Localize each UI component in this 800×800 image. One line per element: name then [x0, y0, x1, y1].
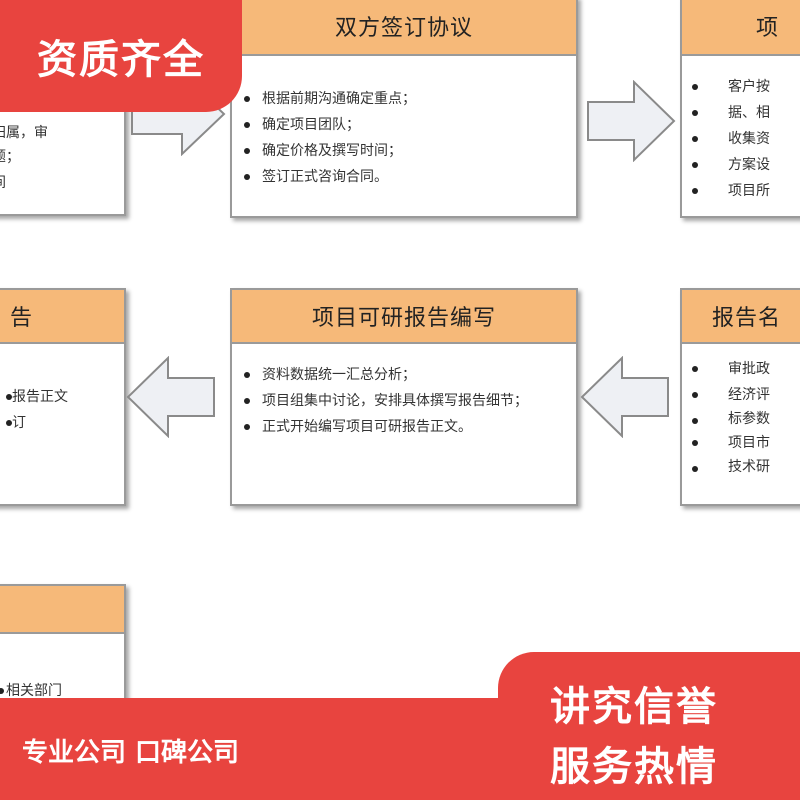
step-item: 收集资: [692, 126, 770, 152]
bottom-banner-text: 专业公司 口碑公司: [22, 738, 240, 768]
step-item: 订: [6, 410, 68, 436]
arrow-right-icon: [587, 80, 676, 162]
step-item: 正式开始编写项目可研报告正文。: [244, 414, 544, 440]
step-list: 相关部门: [0, 678, 62, 704]
step-item: 客户按: [692, 74, 770, 100]
step-title: 双方签订协议: [232, 0, 576, 56]
step-title-text: 项: [756, 16, 780, 41]
arrow-left-icon: [126, 356, 215, 438]
step-item: 确定项目团队；: [244, 112, 416, 138]
step-box-report-writing: 项目可研报告编写 资料数据统一汇总分析； 项目组集中讨论，安排具体撰写报告细节；…: [230, 288, 578, 506]
step-box-right-mid: 报告名 审批政 经济评 标参数 项目市 技术研: [680, 288, 800, 506]
badge-reputation: 讲究信誉 服务热情: [498, 652, 800, 800]
step-title: 项目可研报告编写: [232, 290, 576, 344]
step-item: 项目市: [692, 430, 770, 456]
step-list: 根据前期沟通确定重点； 确定项目团队； 确定价格及撰写时间； 签订正式咨询合同。: [244, 86, 416, 190]
badge-line-1: 讲究信誉: [550, 684, 718, 730]
badge-text: 资质齐全: [37, 37, 205, 83]
step-list: 审批政 经济评 标参数 项目市 技术研: [692, 356, 770, 478]
step-item: 技术研: [692, 456, 770, 478]
step-title: [0, 586, 124, 634]
step-list: 客户按 据、相 收集资 方案设 项目所: [692, 74, 770, 204]
step-item: 签订正式咨询合同。: [244, 164, 416, 190]
step-list: 报告正文 订: [6, 384, 68, 436]
step-title: 报告名: [682, 290, 800, 344]
step-item: 归属，审: [0, 120, 48, 146]
badge-qualification: 资质齐全: [0, 0, 242, 112]
step-item: 资料数据统一汇总分析；: [244, 362, 544, 388]
step-item: 根据前期沟通确定重点；: [244, 86, 416, 112]
step-item: 题；: [0, 146, 48, 168]
step-item: 间: [0, 168, 48, 198]
step-box-sign-agreement: 双方签订协议 根据前期沟通确定重点； 确定项目团队； 确定价格及撰写时间； 签订…: [230, 0, 578, 218]
step-item: 经济评: [692, 382, 770, 408]
step-list: 资料数据统一汇总分析； 项目组集中讨论，安排具体撰写报告细节； 正式开始编写项目…: [244, 362, 544, 440]
step-item: 报告正文: [6, 384, 68, 410]
step-title: 告: [0, 290, 124, 344]
step-box-right-top: 项 客户按 据、相 收集资 方案设 项目所: [680, 0, 800, 218]
step-list: 归属，审 题； 间: [0, 120, 48, 198]
step-item: 相关部门: [0, 678, 62, 704]
badge-line-2: 服务热情: [550, 744, 718, 790]
arrow-left-icon: [580, 356, 669, 438]
step-title-text: 告: [10, 306, 34, 331]
step-item: 据、相: [692, 100, 770, 126]
step-title-text: 报告名: [712, 306, 782, 331]
step-item: 确定价格及撰写时间；: [244, 138, 416, 164]
step-item: 项目所: [692, 178, 770, 204]
step-item: 项目组集中讨论，安排具体撰写报告细节；: [244, 388, 544, 414]
step-item: 方案设: [692, 152, 770, 178]
step-box-left-mid: 告 报告正文 订: [0, 288, 126, 506]
step-title: 项: [682, 0, 800, 56]
step-item: 标参数: [692, 408, 770, 430]
step-item: 审批政: [692, 356, 770, 382]
